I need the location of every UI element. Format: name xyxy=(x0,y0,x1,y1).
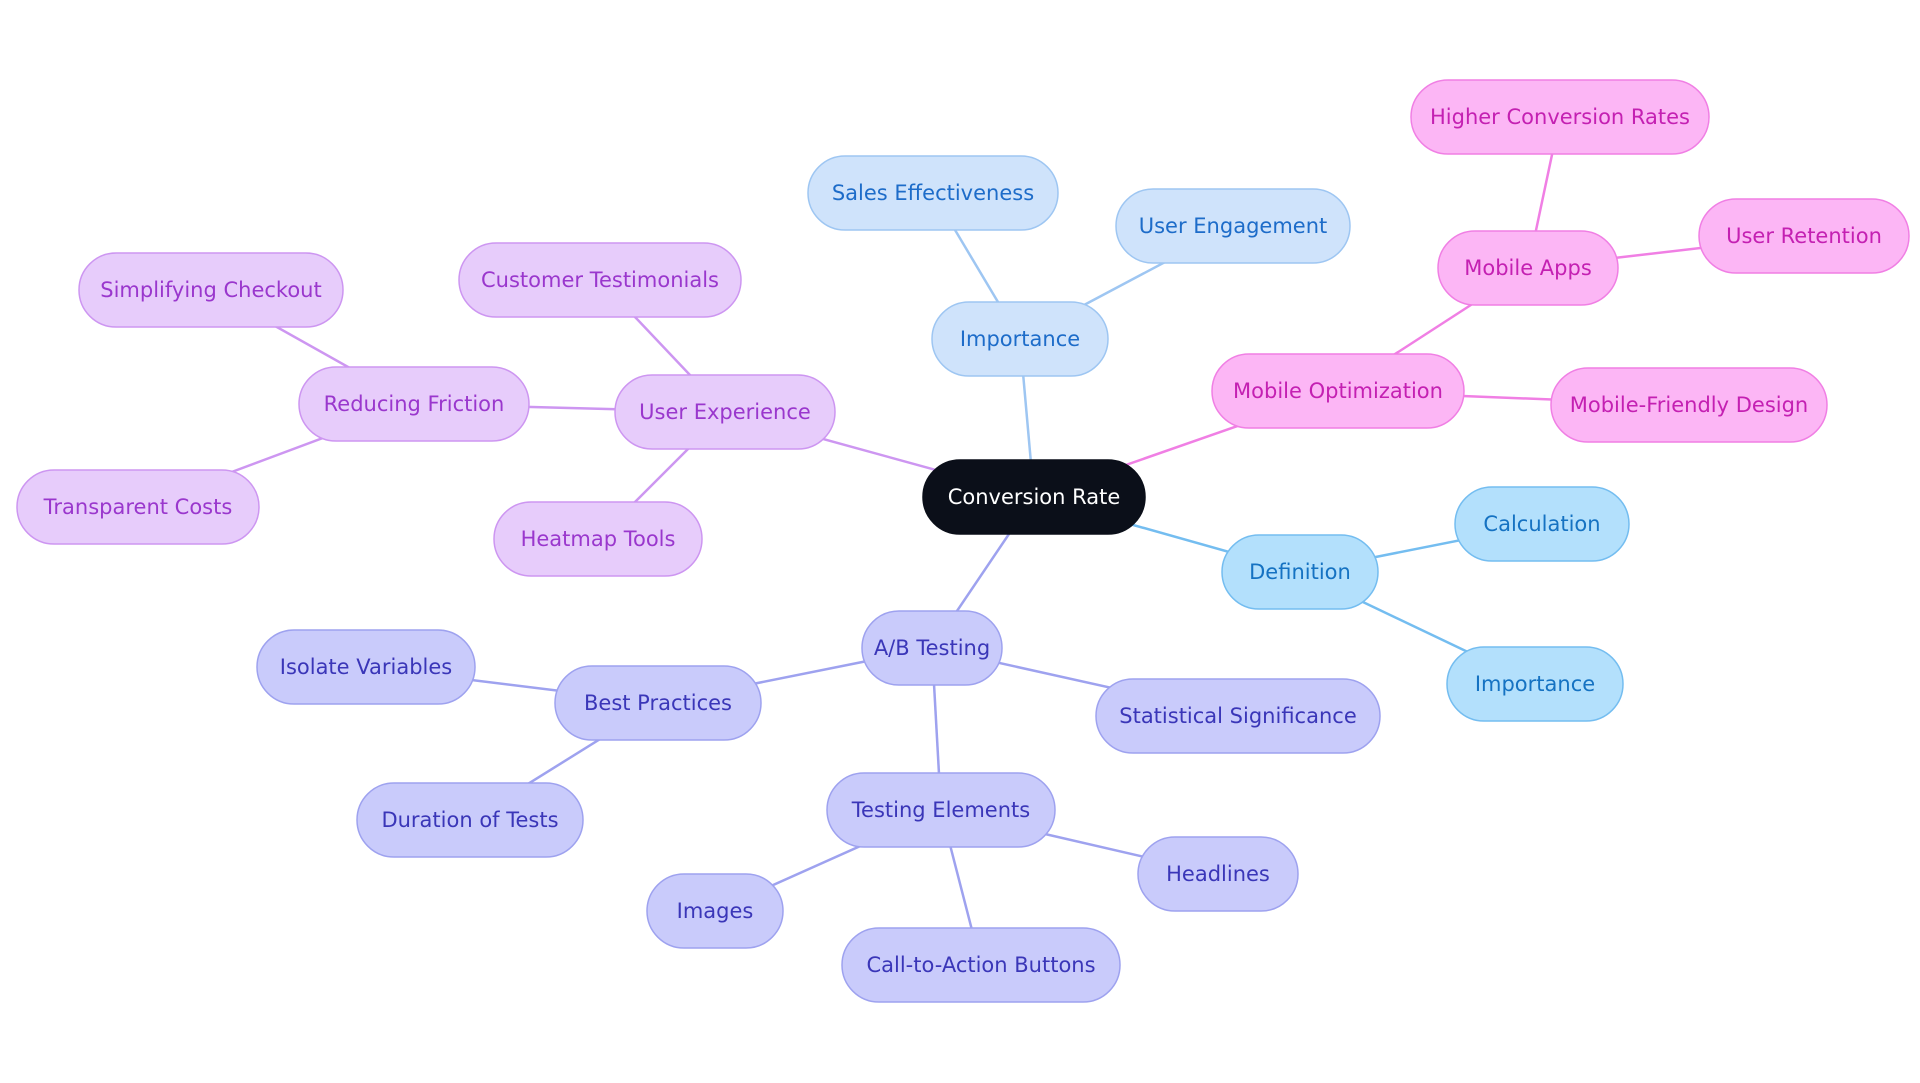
node-box-heatmap-tools xyxy=(493,501,703,577)
node-label-heatmap-tools: Heatmap Tools xyxy=(521,527,676,551)
node-box-definition-importance xyxy=(1446,646,1624,722)
node-label-duration-of-tests: Duration of Tests xyxy=(381,808,558,832)
node-label-mobile-optimization: Mobile Optimization xyxy=(1233,379,1443,403)
nodes: Conversion RateDefinitionCalculationImpo… xyxy=(16,79,1910,1003)
node-reducing-friction: Reducing Friction xyxy=(298,366,530,442)
node-definition-importance: Importance xyxy=(1446,646,1624,722)
node-box-call-to-action-buttons xyxy=(841,927,1121,1003)
node-box-root xyxy=(922,459,1146,535)
node-box-customer-testimonials xyxy=(458,242,742,318)
node-box-ab-testing xyxy=(861,610,1003,686)
node-box-user-experience xyxy=(614,374,836,450)
node-mobile-apps: Mobile Apps xyxy=(1437,230,1619,306)
node-label-higher-conversion-rates: Higher Conversion Rates xyxy=(1430,105,1690,129)
node-box-reducing-friction xyxy=(298,366,530,442)
node-customer-testimonials: Customer Testimonials xyxy=(458,242,742,318)
node-label-best-practices: Best Practices xyxy=(584,691,732,715)
node-user-engagement: User Engagement xyxy=(1115,188,1351,264)
node-box-sales-effectiveness xyxy=(807,155,1059,231)
node-importance: Importance xyxy=(931,301,1109,377)
node-label-definition-importance: Importance xyxy=(1475,672,1595,696)
node-isolate-variables: Isolate Variables xyxy=(256,629,476,705)
node-box-transparent-costs xyxy=(16,469,260,545)
node-statistical-significance: Statistical Significance xyxy=(1095,678,1381,754)
node-box-user-engagement xyxy=(1115,188,1351,264)
node-box-mobile-apps xyxy=(1437,230,1619,306)
node-box-user-retention xyxy=(1698,198,1910,274)
node-box-importance xyxy=(931,301,1109,377)
node-best-practices: Best Practices xyxy=(554,665,762,741)
node-box-duration-of-tests xyxy=(356,782,584,858)
node-box-mobile-friendly-design xyxy=(1550,367,1828,443)
node-headlines: Headlines xyxy=(1137,836,1299,912)
node-ab-testing: A/B Testing xyxy=(861,610,1003,686)
node-label-user-retention: User Retention xyxy=(1726,224,1882,248)
node-testing-elements: Testing Elements xyxy=(826,772,1056,848)
node-definition: Definition xyxy=(1221,534,1379,610)
node-box-higher-conversion-rates xyxy=(1410,79,1710,155)
node-mobile-friendly-design: Mobile-Friendly Design xyxy=(1550,367,1828,443)
node-box-images xyxy=(646,873,784,949)
node-label-root: Conversion Rate xyxy=(948,485,1121,509)
node-label-mobile-friendly-design: Mobile-Friendly Design xyxy=(1570,393,1809,417)
node-box-testing-elements xyxy=(826,772,1056,848)
node-box-calculation xyxy=(1454,486,1630,562)
node-label-sales-effectiveness: Sales Effectiveness xyxy=(832,181,1034,205)
node-sales-effectiveness: Sales Effectiveness xyxy=(807,155,1059,231)
node-label-transparent-costs: Transparent Costs xyxy=(43,495,233,519)
node-label-reducing-friction: Reducing Friction xyxy=(324,392,505,416)
node-label-user-engagement: User Engagement xyxy=(1139,214,1328,238)
node-box-headlines xyxy=(1137,836,1299,912)
node-box-statistical-significance xyxy=(1095,678,1381,754)
node-label-images: Images xyxy=(677,899,754,923)
node-user-experience: User Experience xyxy=(614,374,836,450)
node-label-importance: Importance xyxy=(960,327,1080,351)
node-label-calculation: Calculation xyxy=(1483,512,1600,536)
node-root: Conversion Rate xyxy=(922,459,1146,535)
node-label-ab-testing: A/B Testing xyxy=(874,636,990,660)
node-box-definition xyxy=(1221,534,1379,610)
node-label-customer-testimonials: Customer Testimonials xyxy=(481,268,719,292)
node-label-mobile-apps: Mobile Apps xyxy=(1464,256,1592,280)
node-label-simplifying-checkout: Simplifying Checkout xyxy=(100,278,321,302)
node-label-user-experience: User Experience xyxy=(639,400,811,424)
node-box-best-practices xyxy=(554,665,762,741)
node-label-call-to-action-buttons: Call-to-Action Buttons xyxy=(866,953,1095,977)
node-label-definition: Definition xyxy=(1249,560,1351,584)
node-transparent-costs: Transparent Costs xyxy=(16,469,260,545)
node-box-isolate-variables xyxy=(256,629,476,705)
node-label-statistical-significance: Statistical Significance xyxy=(1119,704,1357,728)
node-duration-of-tests: Duration of Tests xyxy=(356,782,584,858)
node-calculation: Calculation xyxy=(1454,486,1630,562)
node-simplifying-checkout: Simplifying Checkout xyxy=(78,252,344,328)
node-box-simplifying-checkout xyxy=(78,252,344,328)
node-higher-conversion-rates: Higher Conversion Rates xyxy=(1410,79,1710,155)
node-label-headlines: Headlines xyxy=(1166,862,1270,886)
node-images: Images xyxy=(646,873,784,949)
node-call-to-action-buttons: Call-to-Action Buttons xyxy=(841,927,1121,1003)
node-label-isolate-variables: Isolate Variables xyxy=(280,655,452,679)
node-mobile-optimization: Mobile Optimization xyxy=(1211,353,1465,429)
node-user-retention: User Retention xyxy=(1698,198,1910,274)
node-box-mobile-optimization xyxy=(1211,353,1465,429)
node-heatmap-tools: Heatmap Tools xyxy=(493,501,703,577)
node-label-testing-elements: Testing Elements xyxy=(851,798,1030,822)
